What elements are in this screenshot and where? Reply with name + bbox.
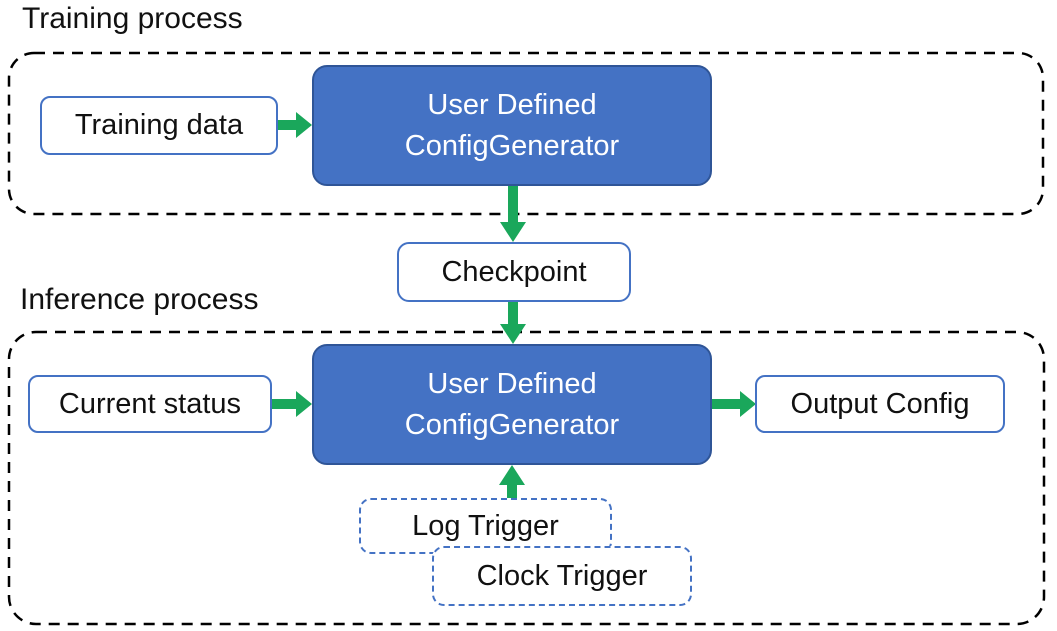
training-process-label: Training process	[22, 2, 243, 35]
arrow-current-status-to-generator	[272, 391, 312, 417]
arrow-triggers-to-generator	[499, 465, 525, 498]
clock-trigger-label: Clock Trigger	[476, 559, 648, 592]
checkpoint-node: Checkpoint	[397, 242, 631, 302]
log-trigger-label: Log Trigger	[412, 509, 559, 542]
output-config-node: Output Config	[755, 375, 1005, 433]
training-data-label: Training data	[74, 109, 244, 141]
generator-training-line2: ConfigGenerator	[404, 129, 620, 162]
inference-process-container	[7, 330, 1046, 626]
arrow-training-data-to-generator	[278, 112, 312, 138]
generator-training-line1: User Defined	[427, 89, 597, 122]
checkpoint-label: Checkpoint	[441, 255, 587, 288]
inference-process-label: Inference process	[20, 283, 259, 316]
current-status-label: Current status	[58, 387, 242, 420]
arrow-generator-to-checkpoint	[500, 186, 526, 242]
current-status-node: Current status	[28, 375, 272, 433]
generator-inference-line2: ConfigGenerator	[404, 408, 620, 441]
training-process-container	[7, 51, 1045, 216]
arrow-checkpoint-to-generator	[500, 302, 526, 344]
output-config-label: Output Config	[790, 387, 970, 420]
clock-trigger-node: Clock Trigger	[432, 546, 692, 606]
training-data-node: Training data	[40, 96, 278, 155]
user-defined-configgenerator-training-node: User Defined ConfigGenerator	[312, 65, 712, 186]
arrow-generator-to-output-config	[712, 391, 756, 417]
generator-inference-line1: User Defined	[427, 368, 597, 401]
user-defined-configgenerator-inference-node: User Defined ConfigGenerator	[312, 344, 712, 465]
